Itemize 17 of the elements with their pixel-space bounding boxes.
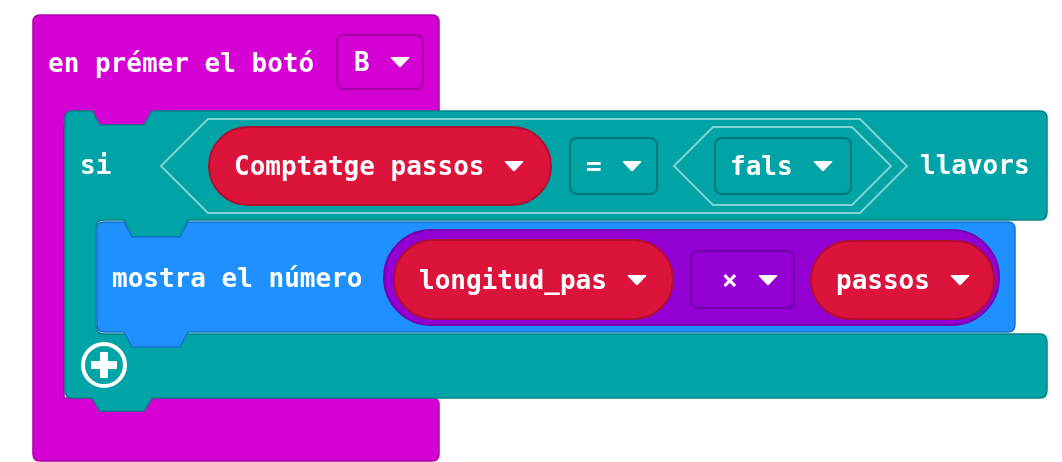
comparison-block xyxy=(160,118,908,214)
block-label: llavors xyxy=(920,150,1030,180)
variable-name: longitud_pas xyxy=(419,264,607,295)
dropdown: fals xyxy=(714,137,852,195)
boolean-block xyxy=(673,126,892,206)
statement-block xyxy=(96,221,1016,348)
variable-block xyxy=(393,239,674,320)
block-label: si xyxy=(80,150,112,180)
dropdown: × xyxy=(690,250,795,309)
dropdown: B xyxy=(336,34,424,90)
dropdown: = xyxy=(569,137,658,195)
variable-name: Comptatge passos xyxy=(234,151,485,181)
if-block xyxy=(64,110,1048,412)
variable-name: passos xyxy=(836,265,930,295)
variable-block xyxy=(810,240,995,320)
block-label: mostra el número xyxy=(112,263,363,293)
block-label: en prémer el botó xyxy=(48,48,315,78)
